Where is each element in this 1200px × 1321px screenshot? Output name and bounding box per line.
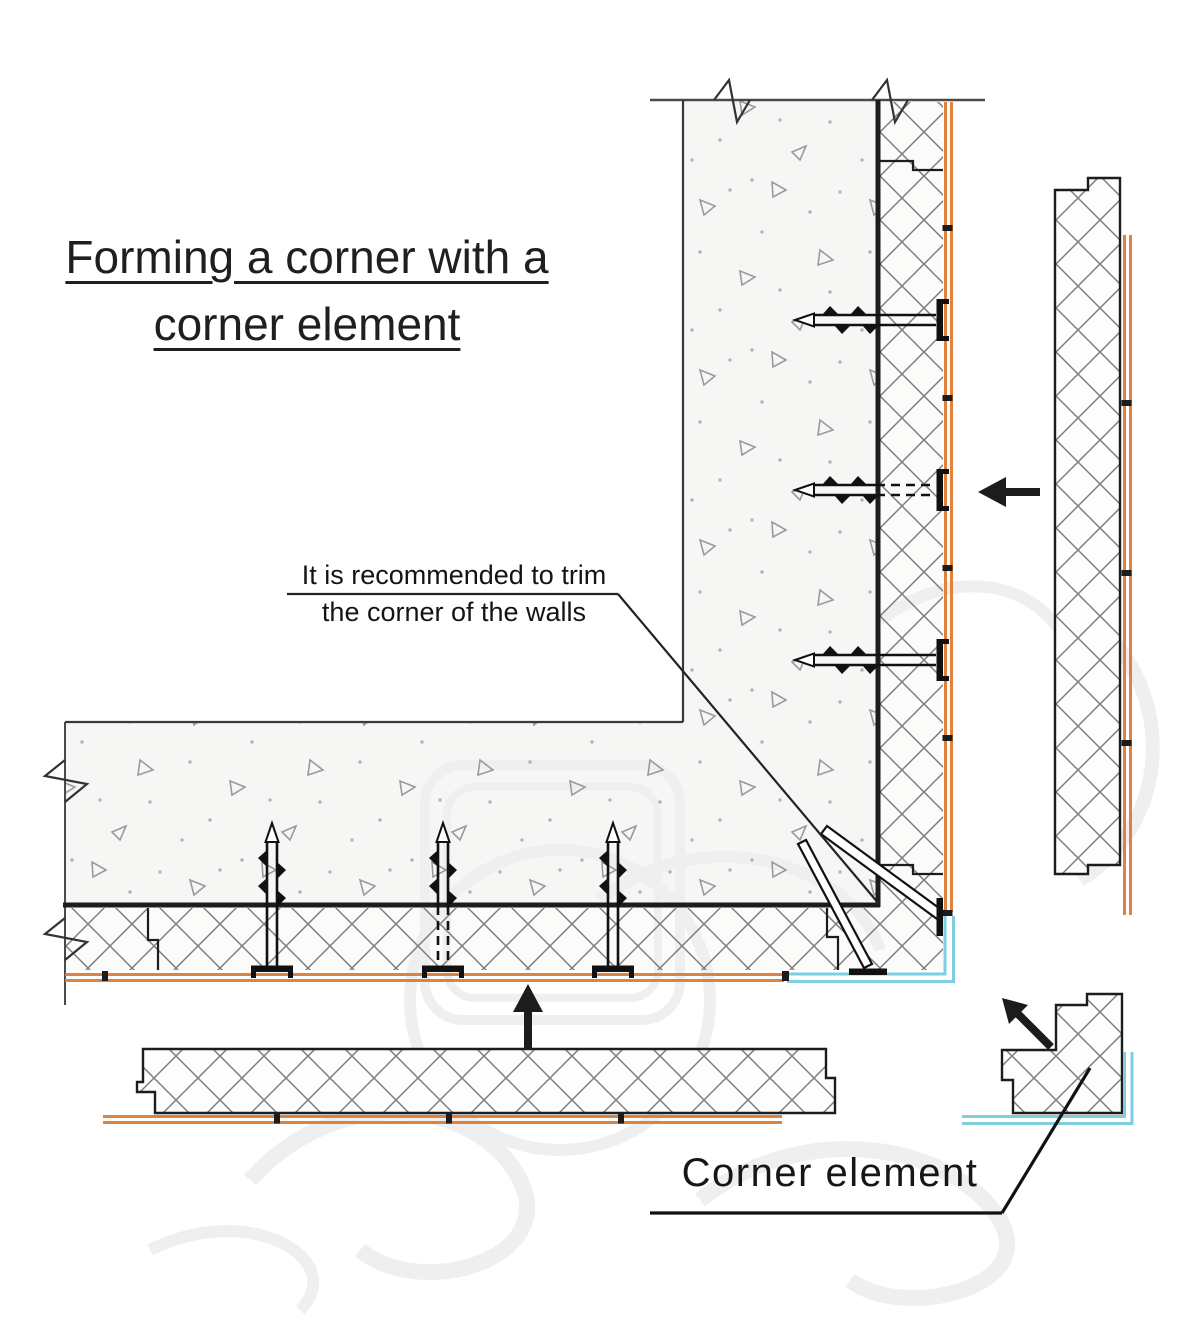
- trim-annotation-line-1: It is recommended to trim: [301, 560, 607, 590]
- facing-joint-ticks: [102, 225, 1132, 1124]
- page-title: Forming a corner with a corner element: [52, 224, 562, 358]
- arrow-left-icon: [978, 477, 1040, 507]
- fastener-vertical-left: [251, 819, 293, 978]
- fastener-horizontal-middle: [791, 469, 949, 511]
- leader-line-corner-element: [650, 1067, 1092, 1215]
- break-symbol: [42, 77, 909, 961]
- insulation-panel-joints: [146, 159, 943, 970]
- concrete-speckle: [65, 100, 878, 905]
- corner-element-label: Corner element: [681, 1151, 979, 1195]
- title-line-1: Forming a corner with a: [65, 231, 549, 283]
- title-line-2: corner element: [153, 298, 461, 350]
- arrow-up-icon: [513, 984, 543, 1048]
- facing-strip-orange: [65, 102, 1132, 1124]
- fastener-horizontal-top: [791, 299, 949, 341]
- detached-wall-panel-right: [1053, 176, 1122, 876]
- fastener-vertical-right: [592, 819, 634, 978]
- fastener-vertical-middle: [422, 819, 464, 978]
- detached-wall-panel-bottom: [135, 1047, 837, 1115]
- corner-element-piece: [1000, 992, 1124, 1115]
- corner-element-cyan-profile: [787, 916, 1134, 1125]
- trim-annotation-line-2: the corner of the walls: [321, 597, 587, 627]
- fastener-horizontal-bottom: [791, 639, 949, 681]
- concrete-wall-edges: [63, 98, 985, 1005]
- fastener-diagonal-corner: [796, 824, 945, 975]
- trim-annotation: It is recommended to trim the corner of …: [266, 557, 642, 631]
- arrow-diagonal-icon: [1002, 998, 1054, 1050]
- leader-line-trim-note: [287, 592, 880, 905]
